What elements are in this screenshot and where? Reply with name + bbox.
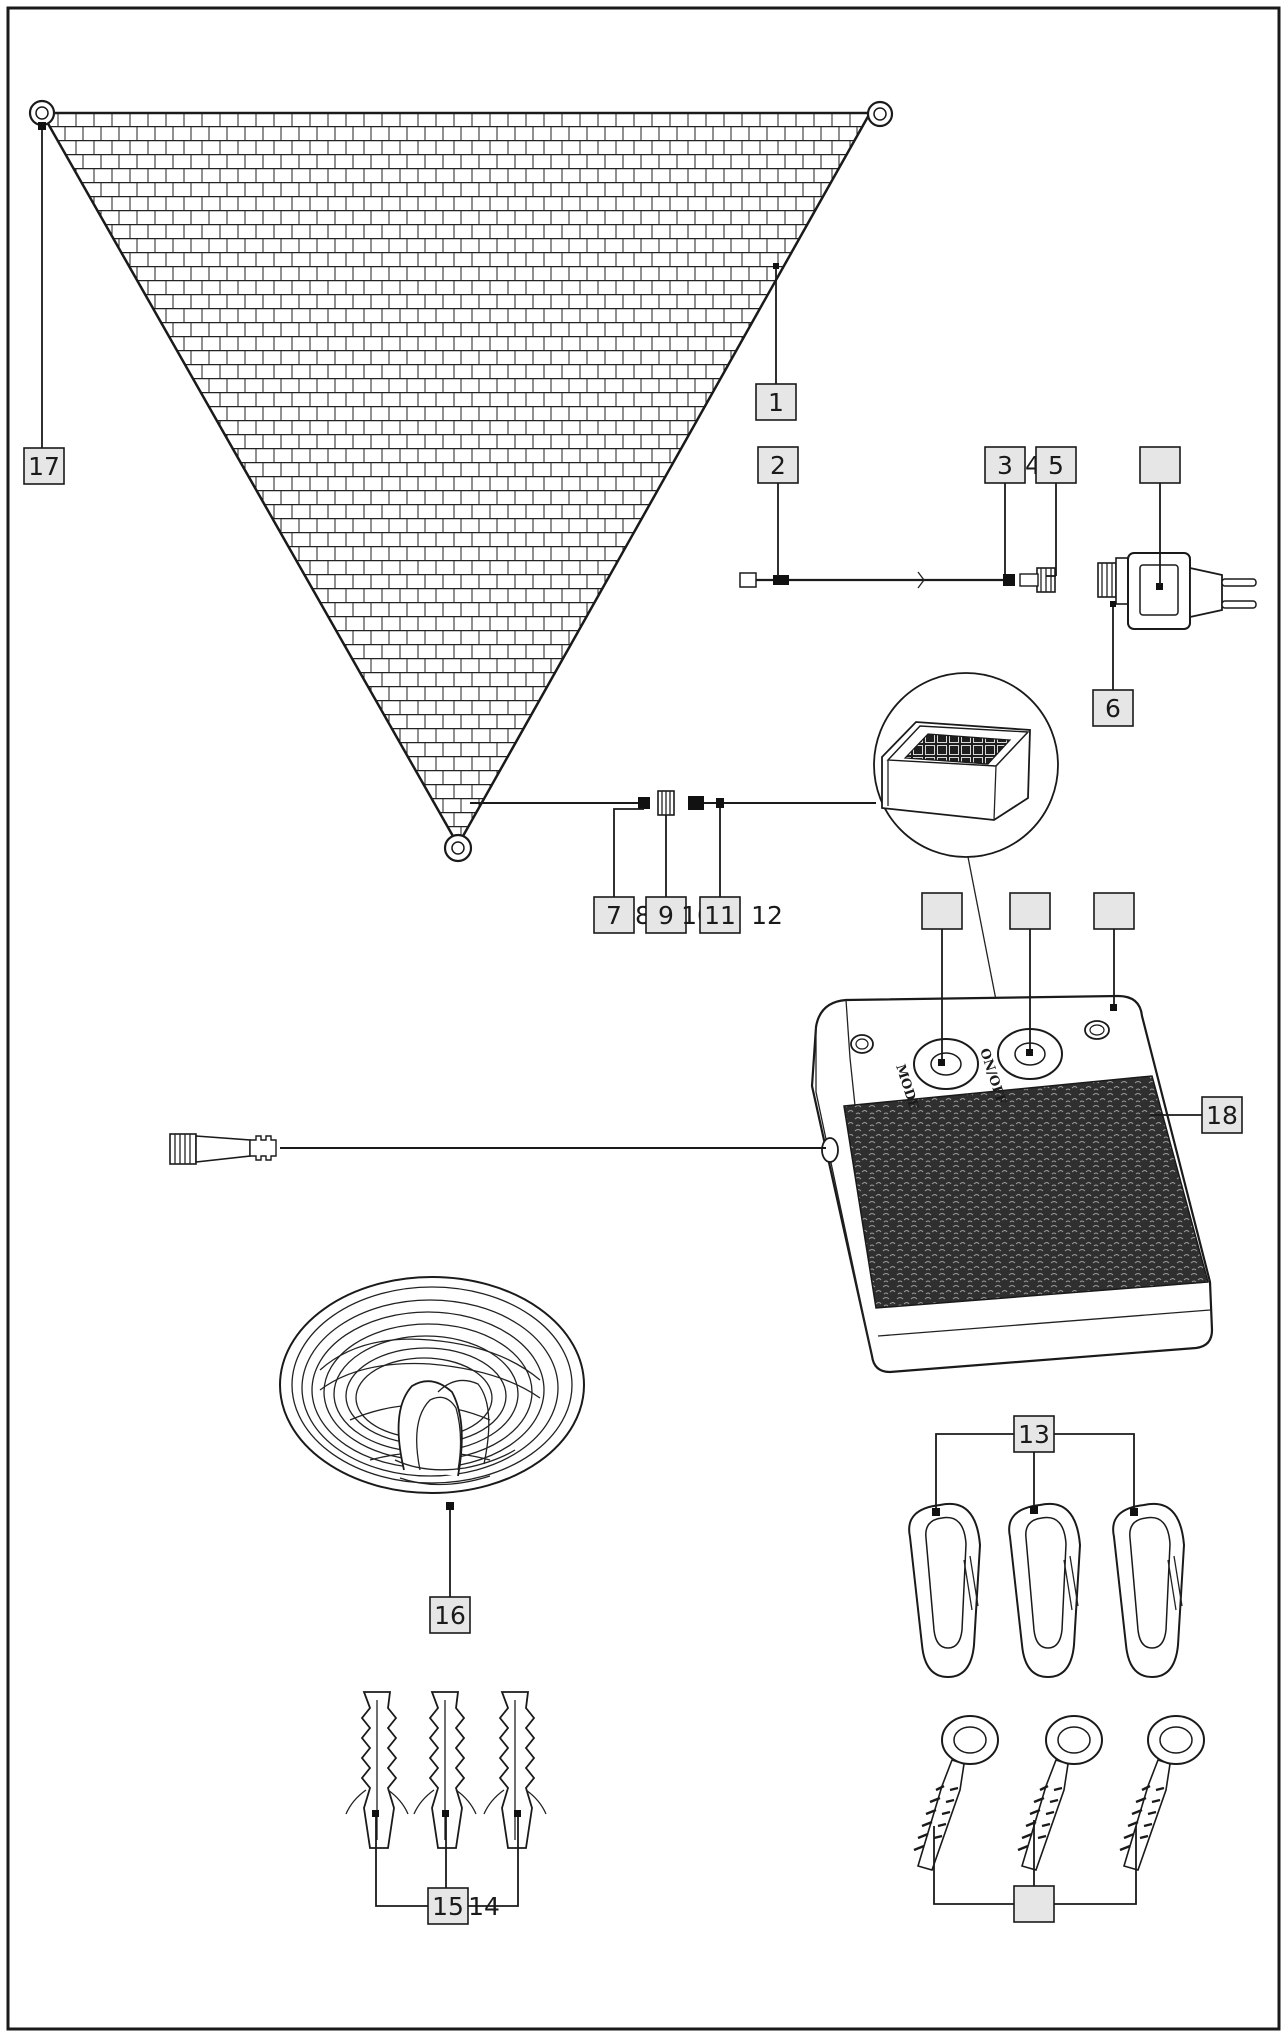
svg-text:15: 15 [432,1892,464,1921]
callout-blank-adapter [1139,446,1181,484]
extension-cable [739,567,1056,593]
lead-screw-connector [657,790,675,816]
carabiner-1 [908,1502,982,1679]
wall-plug-3 [483,1691,547,1849]
callout-6: 6 [1092,689,1134,727]
callout-5: 5 [1035,446,1077,484]
triangle-light-net [28,99,894,863]
svg-text:13: 13 [1018,1420,1050,1449]
lead-cable [470,790,876,816]
callout-12: 12 [751,901,783,930]
svg-text:3: 3 [997,451,1013,480]
callout-17: 17 [23,447,65,485]
carabiner-2 [1008,1502,1082,1679]
cable-port [821,1137,839,1163]
mode-button[interactable] [913,1038,979,1090]
svg-text:11: 11 [704,901,736,930]
svg-text:6: 6 [1105,694,1121,723]
coiled-rope [279,1276,585,1494]
controller-cable-plug [169,1133,826,1165]
outer-frame [6,6,1281,2031]
power-adapter [1097,552,1257,630]
callout-13: 13 [1013,1415,1055,1453]
eye-screw-3 [1119,1715,1205,1871]
callout-18: 18 [1201,1096,1243,1134]
callout-2: 2 [757,446,799,484]
callout-blank-mode [921,892,963,930]
eye-screw-1 [913,1715,999,1871]
solar-panel-detail [873,672,1059,858]
callout-9: 9 [645,896,687,934]
rope-bundle-wrap [394,1379,516,1486]
corner-ring-top-right [866,100,894,128]
callout-16: 16 [429,1596,471,1634]
svg-text:18: 18 [1206,1101,1238,1130]
svg-text:17: 17 [28,452,60,481]
wall-plug-1 [345,1691,409,1849]
callout-7: 7 [593,896,635,934]
svg-text:7: 7 [606,901,622,930]
callout-1: 1 [755,383,797,421]
svg-text:9: 9 [658,901,674,930]
screw-nut-connector [1019,567,1056,593]
corner-ring-bottom [443,833,473,863]
carabiner-3 [1112,1502,1186,1679]
svg-text:16: 16 [434,1601,466,1630]
callout-11: 11 [699,896,741,934]
callout-15: 15 [427,1887,469,1925]
control-box: MODE ON/OFF [810,994,1214,1374]
svg-text:5: 5 [1048,451,1064,480]
corner-ring-top-left [28,99,56,127]
screw-hole-left [850,1034,874,1054]
wall-plug-2 [413,1691,477,1849]
screw-hole-right [1084,1020,1110,1040]
callout-14: 14 [468,1892,500,1921]
svg-text:2: 2 [770,451,786,480]
svg-text:1: 1 [768,388,784,417]
callout-blank-onoff [1009,892,1051,930]
callout-blank-box [1093,892,1135,930]
callout-3: 3 [984,446,1026,484]
eye-screw-2 [1017,1715,1103,1871]
callout-blank-eye-screws [1013,1885,1055,1923]
